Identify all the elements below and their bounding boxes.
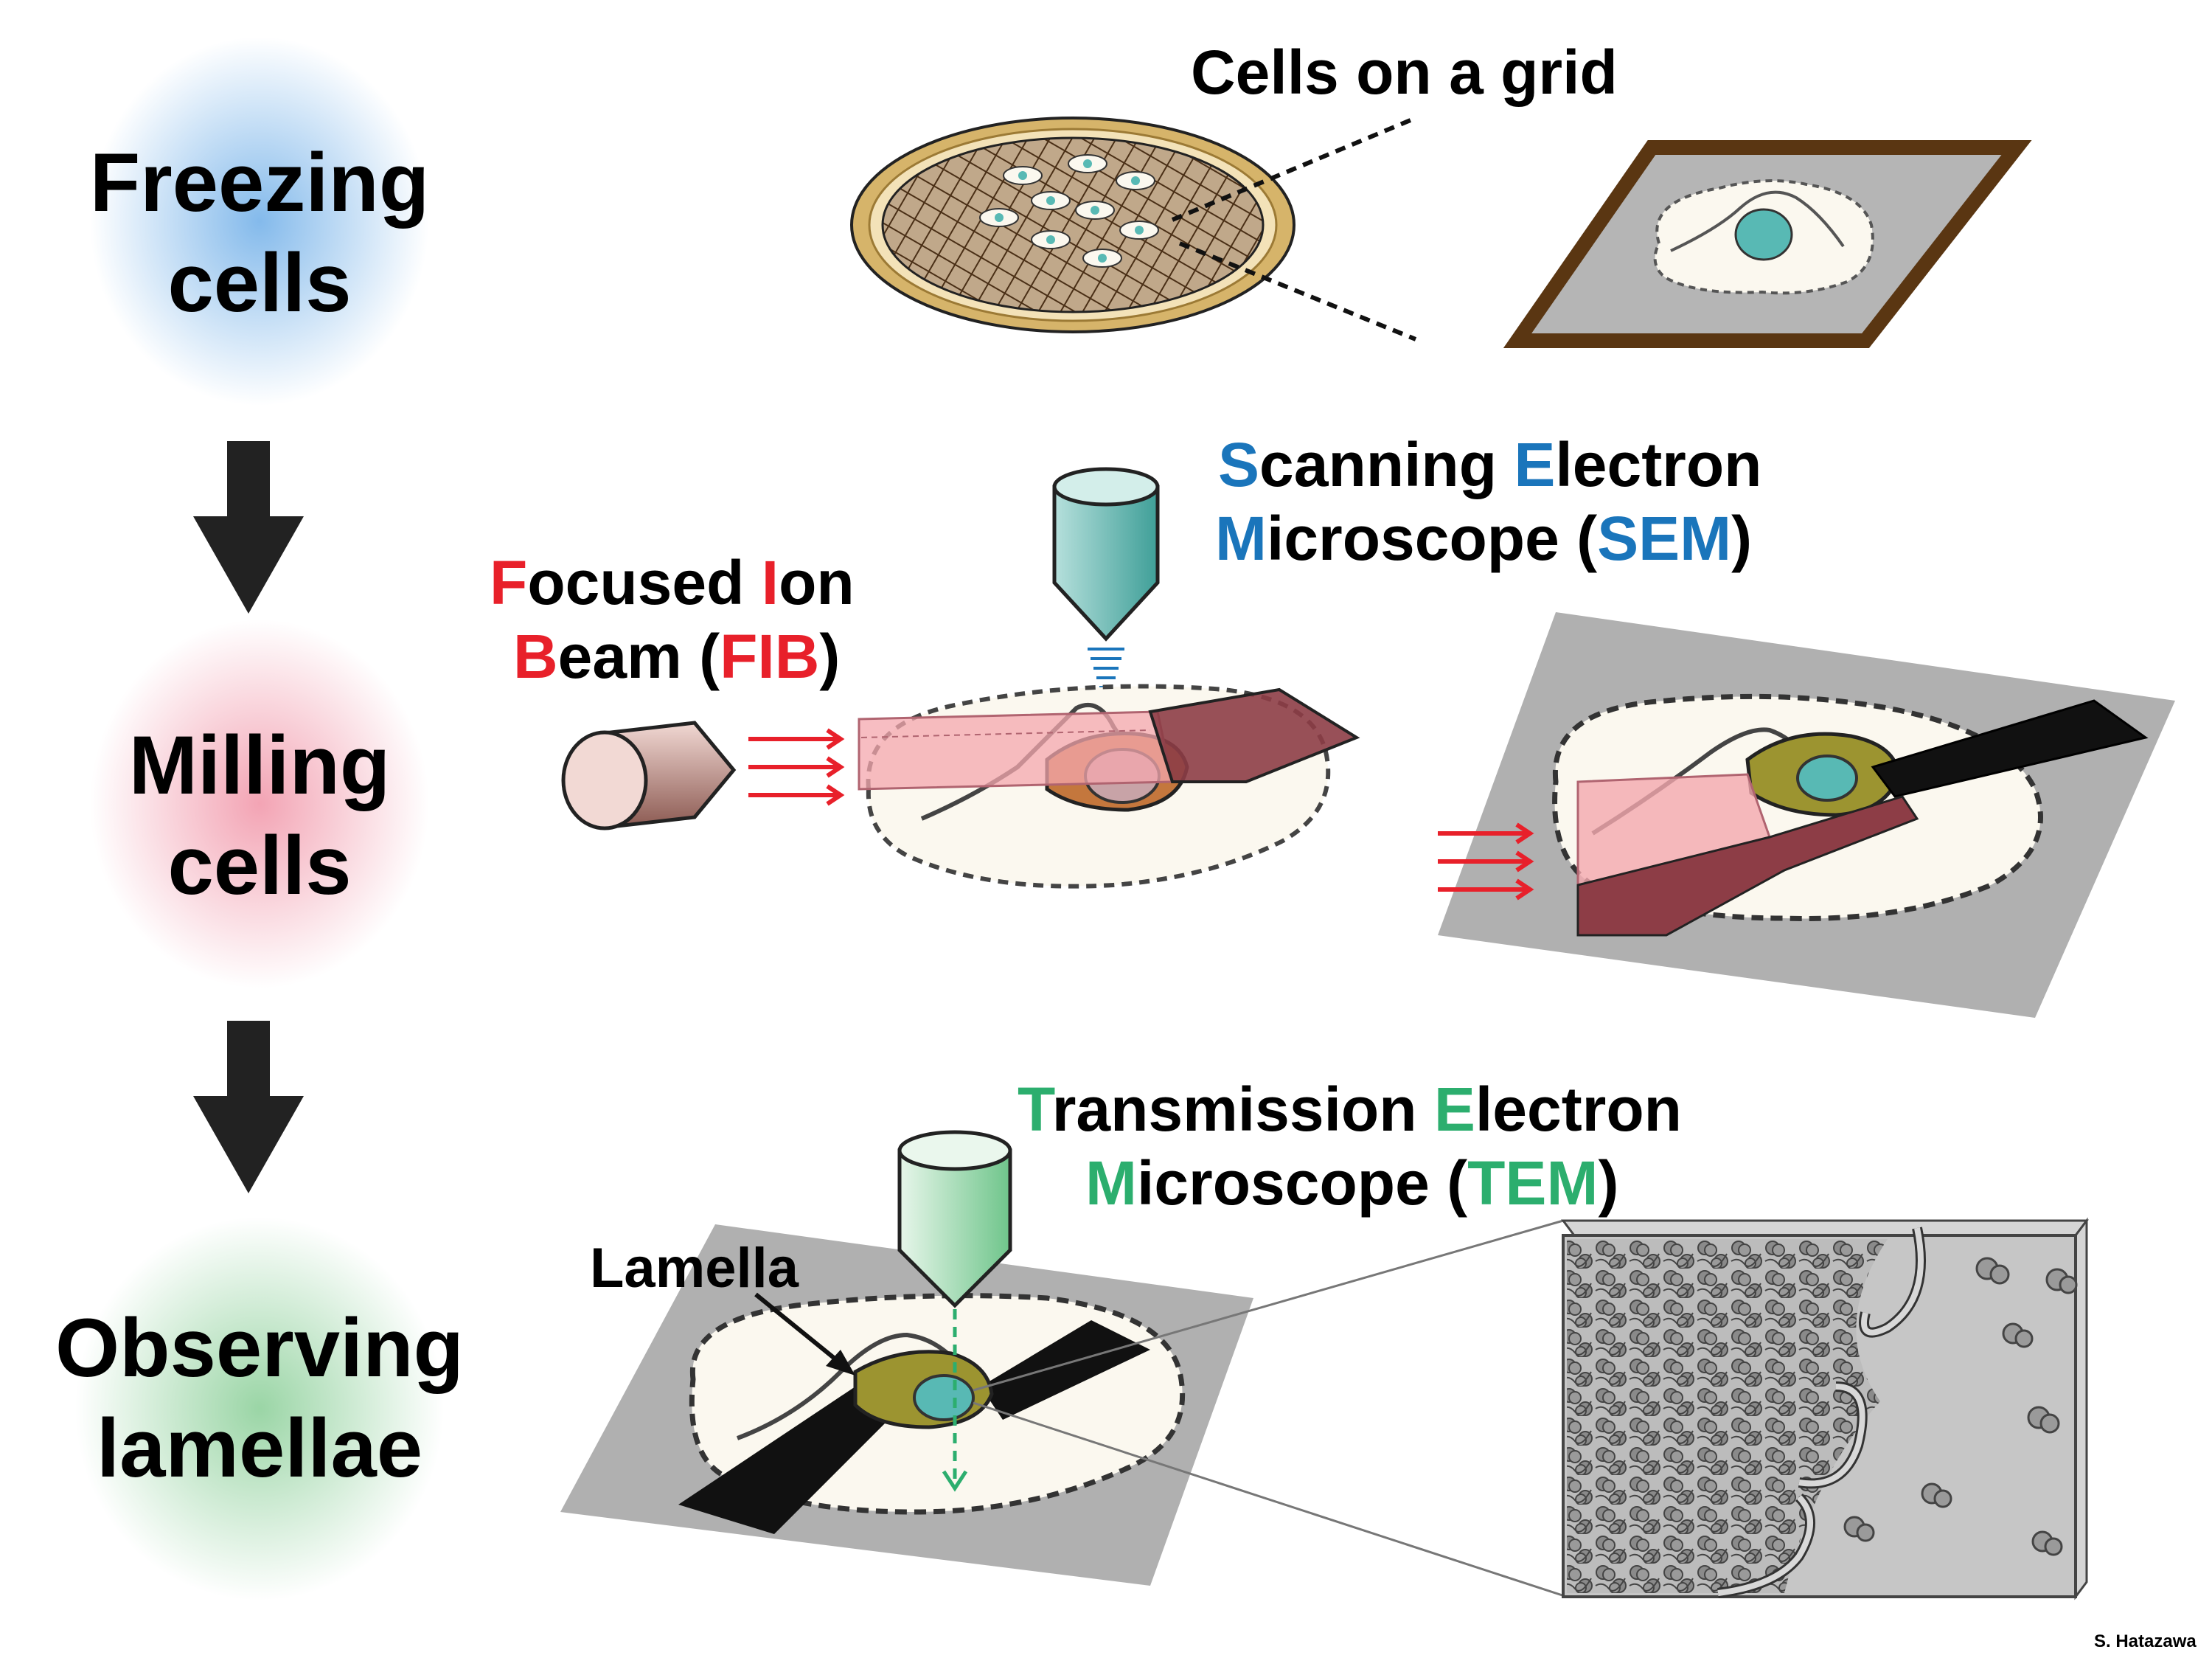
grid-square-zoom (1503, 140, 2032, 348)
em-grid-disc (850, 117, 1295, 333)
tem-line2-segment: M (1085, 1148, 1137, 1218)
milled-lamella-panel (1438, 612, 2175, 1018)
down-arrow-2 (193, 1021, 304, 1193)
step-freezing-label: Freezing cells (89, 136, 430, 329)
lamella-label: Lamella (590, 1237, 799, 1300)
sem-line1-segment: canning (1259, 430, 1514, 499)
down-arrow-1 (193, 441, 304, 614)
tem-label-line1: Transmission Electron (1018, 1072, 1682, 1146)
zoom-lines-grid (1171, 116, 1417, 341)
milling-glow (90, 620, 429, 988)
tem-line2-segment: TEM (1467, 1148, 1599, 1218)
tem-substrate (560, 1224, 1253, 1586)
tem-line1-segment: T (1018, 1075, 1052, 1144)
fib-gun (561, 721, 737, 830)
fib-line2-segment: B (513, 622, 558, 691)
freezing-glow (90, 37, 429, 406)
sem-line2-segment: SEM (1597, 504, 1732, 573)
tem-beam (942, 1309, 968, 1492)
fib-line1-segment: F (490, 548, 528, 617)
lamella-pointer-arrow (754, 1292, 855, 1376)
fib-line2-segment: ) (819, 622, 841, 691)
tem-line1-segment: E (1433, 1075, 1475, 1144)
fib-label-line1: Focused Ion (490, 546, 855, 620)
credit-label: S. Hatazawa (2094, 1631, 2197, 1651)
sem-line2-segment: icroscope ( (1266, 504, 1598, 573)
tem-line2-segment: icroscope ( (1136, 1148, 1468, 1218)
sem-line1-segment: S (1218, 430, 1260, 499)
fib-line1-segment: ocused (527, 548, 762, 617)
fib-line1-segment: I (761, 548, 779, 617)
fib-label-line2: Beam (FIB) (513, 620, 840, 693)
sem-line1-segment: E (1514, 430, 1556, 499)
fib-beam-arrows-1 (748, 728, 845, 806)
step-milling-label: Milling cells (128, 719, 391, 912)
sem-line2-segment: M (1215, 504, 1267, 573)
sem-label-line2: Microscope (SEM) (1215, 502, 1752, 575)
tem-label-line2: Microscope (TEM) (1085, 1146, 1618, 1220)
tem-column (897, 1130, 1012, 1308)
zoom-lines-tem (973, 1219, 1568, 1598)
observing-glow (75, 1217, 444, 1600)
fib-line1-segment: on (779, 548, 855, 617)
tem-line2-segment: ) (1598, 1148, 1619, 1218)
sem-label-line1: Scanning Electron (1218, 428, 1761, 502)
tem-line1-segment: ransmission (1051, 1075, 1434, 1144)
sem-line1-segment: lectron (1555, 430, 1762, 499)
step-observing-label: Observing lamellae (55, 1302, 464, 1494)
fib-beam-arrows-2 (1438, 822, 1534, 901)
grid-cells (979, 154, 1159, 268)
milling-cell-sem-view (858, 684, 1360, 889)
fib-line2-segment: FIB (720, 622, 820, 691)
fib-line2-segment: eam ( (557, 622, 720, 691)
sem-line2-segment: ) (1731, 504, 1753, 573)
tomogram-box (1561, 1217, 2089, 1600)
sem-column (1052, 467, 1160, 642)
tem-line1-segment: lectron (1475, 1075, 1682, 1144)
cells-on-grid-label: Cells on a grid (1191, 38, 1618, 107)
